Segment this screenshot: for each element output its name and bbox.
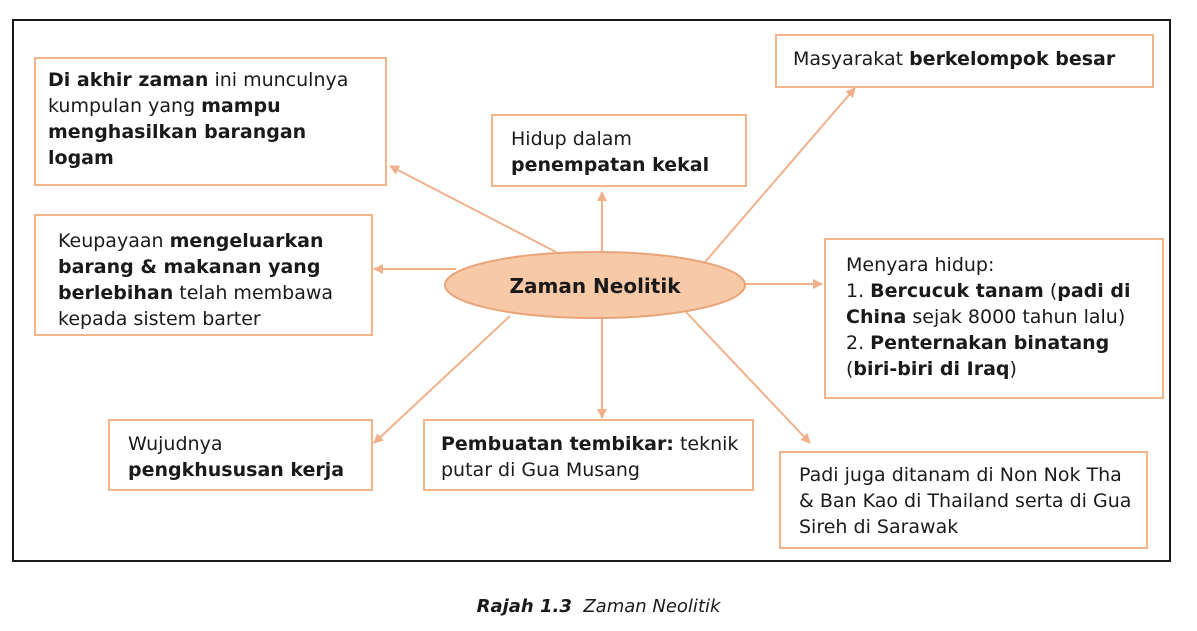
menyara-bold-4: biri-biri di Iraq [853,358,1010,380]
masyarakat-text: Masyarakat [793,48,910,70]
caption-title: Zaman Neolitik [583,596,721,617]
logam-text: ini munculnya kumpulan yang [48,69,349,117]
pengkhususan-text: Wujudnya [128,433,223,455]
box-tembikar: Pembuatan tembikar: teknik putar di Gua … [423,419,754,491]
barter-text-2: telah membawa kepada sistem barter [58,282,334,330]
diagram-frame [12,19,1171,562]
barter-text-1: Keupayaan [58,230,170,252]
figure-caption: Rajah 1.3 Zaman Neolitik [0,596,1197,617]
menyara-number-1: 1. [846,280,871,302]
box-barter: Keupayaan mengeluarkan barang & makanan … [34,214,373,336]
box-logam: Di akhir zaman ini munculnya kumpulan ya… [34,57,387,186]
menyara-text-2: ) [1009,358,1017,380]
menyara-paren-2: ( [846,358,854,380]
logam-bold-2: mampu menghasilkan barangan logam [48,95,307,169]
box-masyarakat: Masyarakat berkelompok besar [775,34,1154,88]
hub-title: Zaman Neolitik [509,274,681,298]
tembikar-bold: Pembuatan tembikar: [441,433,674,455]
penempatan-bold: penempatan kekal [511,154,710,176]
menyara-paren-1: ( [1043,280,1058,302]
penempatan-text: Hidup dalam [511,128,632,150]
menyara-text-1: sejak 8000 tahun lalu) [906,306,1126,328]
box-penempatan: Hidup dalam penempatan kekal [491,114,747,187]
hub-ellipse [444,251,746,319]
menyara-number-2: 2. [846,332,871,354]
menyara-heading: Menyara hidup: [846,254,995,276]
menyara-bold-3: Penternakan binatang [870,332,1110,354]
barter-bold: mengeluarkan barang & makanan yang berle… [58,230,324,304]
pengkhususan-bold: pengkhususan kerja [128,459,345,481]
box-pengkhususan: Wujudnya pengkhususan kerja [108,419,373,491]
arrow-to-logam [389,165,557,253]
arrow-to-masyarakat [704,87,856,263]
arrow-to-pengkhususan [373,315,511,444]
masyarakat-bold: berkelompok besar [909,48,1116,70]
box-padi: Padi juga ditanam di Non Nok Tha & Ban K… [779,451,1148,549]
menyara-bold-1: Bercucuk tanam [870,280,1044,302]
tembikar-text: teknik putar di Gua Musang [441,433,739,481]
box-menyara: Menyara hidup: 1. Bercucuk tanam (padi d… [824,238,1164,399]
padi-text: Padi juga ditanam di Non Nok Tha & Ban K… [799,464,1132,538]
logam-bold-1: Di akhir zaman [48,69,209,91]
caption-label: Rajah 1.3 [476,596,572,617]
arrow-to-padi [685,311,811,444]
menyara-bold-2: padi di China [846,280,1131,328]
